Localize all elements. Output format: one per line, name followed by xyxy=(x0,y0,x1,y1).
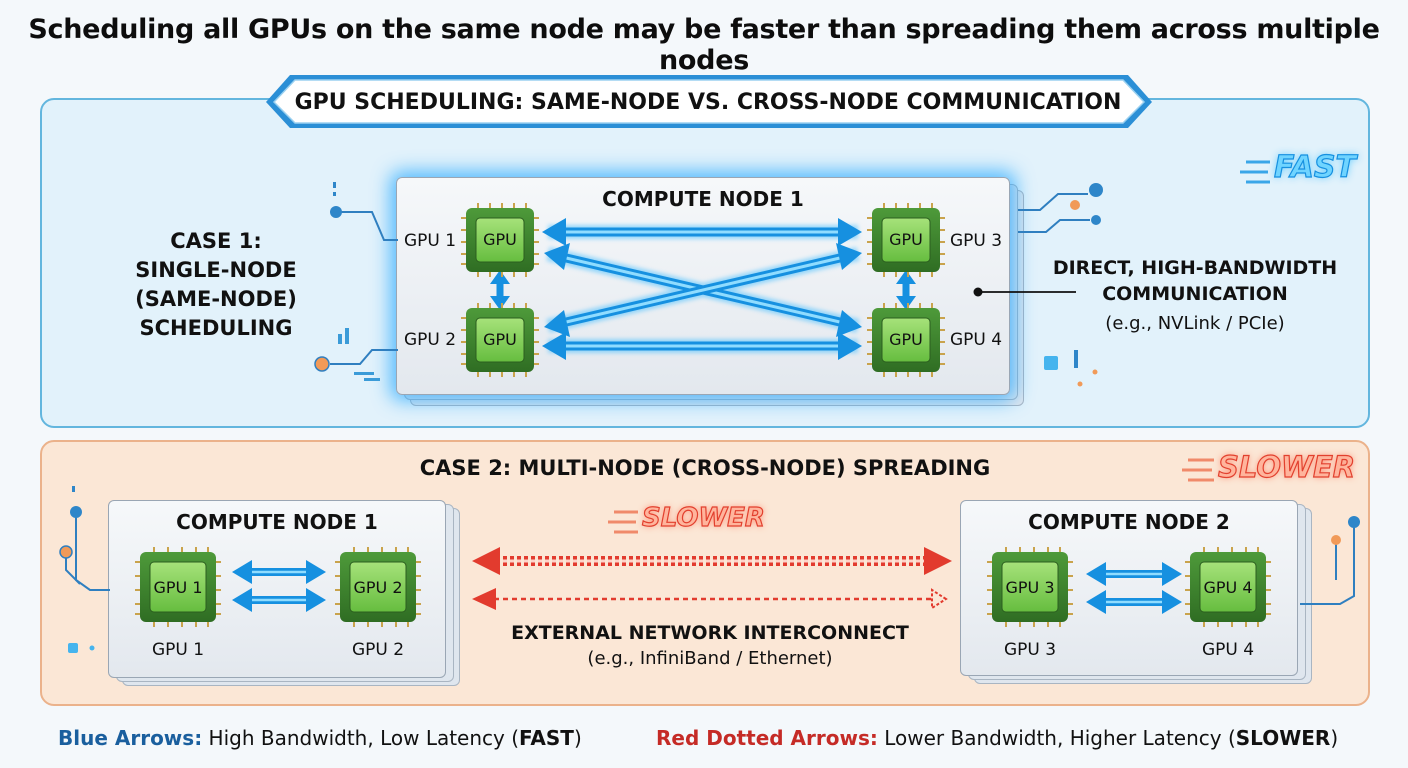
case1-arrows xyxy=(490,218,916,360)
case1-circuit-dots xyxy=(314,182,1103,387)
slower-tag: SLOWER xyxy=(1217,449,1356,484)
slower-mid-tag: SLOWER xyxy=(641,502,765,533)
case2-gpu-label-1: GPU 1 xyxy=(151,640,205,660)
case1-node-title: COMPUTE NODE 1 xyxy=(602,187,804,211)
case1-gpu-label-3: GPU 3 xyxy=(950,231,1003,251)
case2-gpu-chip-3 xyxy=(992,552,1068,622)
case2-node2-arrows xyxy=(1086,562,1182,614)
case1-chip-text-3: GPU xyxy=(889,230,923,249)
network-title: EXTERNAL NETWORK INTERCONNECT xyxy=(511,622,909,644)
network-example: (e.g., InfiniBand / Ethernet) xyxy=(587,648,833,669)
case1-circuit-decor xyxy=(330,193,1090,365)
case1-label-line: SCHEDULING xyxy=(139,316,293,340)
legend-blue-key: Blue Arrows: xyxy=(58,726,203,750)
network-arrow-top xyxy=(472,547,952,575)
fast-speed-lines xyxy=(1240,160,1270,184)
case2-gpu-label-3: GPU 3 xyxy=(1003,640,1057,660)
arrow-gpu3-gpu4 xyxy=(896,270,916,310)
comm-pointer xyxy=(973,287,1076,297)
chip-pins xyxy=(461,203,945,377)
case2-chip-pins xyxy=(135,547,1271,627)
legend-blue-speed: FAST xyxy=(519,726,574,750)
legend-red-key: Red Dotted Arrows: xyxy=(656,726,878,750)
case1-label: CASE 1: SINGLE-NODE (SAME-NODE) SCHEDULI… xyxy=(96,227,336,343)
case2-title: CASE 2: MULTI-NODE (CROSS-NODE) SPREADIN… xyxy=(419,456,991,480)
comm-title-line: DIRECT, HIGH-BANDWIDTH xyxy=(1052,257,1338,279)
arrow-gpu2-gpu3 xyxy=(544,243,862,337)
arrow-gpu1-gpu2 xyxy=(490,270,510,310)
case2-node1-title: COMPUTE NODE 1 xyxy=(176,510,378,534)
legend-red: Red Dotted Arrows: Lower Bandwidth, High… xyxy=(656,726,1338,750)
case2-gpu-chip-4 xyxy=(1190,552,1266,622)
comm-title: DIRECT, HIGH-BANDWIDTH COMMUNICATION xyxy=(1040,255,1350,307)
case2-circuit-dots xyxy=(59,486,1360,653)
arrow-gpu2-gpu4 xyxy=(542,332,862,360)
comm-title-line: COMMUNICATION xyxy=(1102,283,1288,305)
case1-chip-text-2: GPU xyxy=(483,330,517,349)
case2-gpu-label-4: GPU 4 xyxy=(1201,640,1255,660)
case2-gpu-chip-1 xyxy=(140,552,216,622)
case1-label-line: (SAME-NODE) xyxy=(135,287,297,311)
case2-node1-arrows xyxy=(232,560,326,612)
legend-blue-close: ) xyxy=(573,726,582,750)
case2-chip-text-4: GPU 4 xyxy=(1203,578,1253,597)
page-title: Scheduling all GPUs on the same node may… xyxy=(28,14,1380,76)
case1-gpu-label-4: GPU 4 xyxy=(950,330,1003,350)
fast-tag: FAST xyxy=(1273,149,1356,185)
case2-chip-text-2: GPU 2 xyxy=(353,578,403,597)
legend-blue: Blue Arrows: High Bandwidth, Low Latency… xyxy=(58,726,582,750)
case1-gpu-chip-1 xyxy=(466,208,534,272)
network-arrow-bottom xyxy=(472,588,948,610)
case1-gpu-chip-3 xyxy=(872,208,940,272)
legend-red-close: ) xyxy=(1330,726,1339,750)
legend-red-desc: Lower Bandwidth, Higher Latency ( xyxy=(877,726,1236,750)
case1-chip-text-4: GPU xyxy=(889,330,923,349)
legend-blue-desc: High Bandwidth, Low Latency ( xyxy=(202,726,520,750)
banner-shape xyxy=(266,75,1152,128)
case1-label-line: SINGLE-NODE xyxy=(135,258,297,282)
legend-red-speed: SLOWER xyxy=(1235,726,1331,750)
case2-circuit-decor xyxy=(65,512,1355,605)
banner-title: GPU SCHEDULING: SAME-NODE VS. CROSS-NODE… xyxy=(294,89,1122,115)
case1-gpu-chip-4 xyxy=(872,308,940,372)
comm-example: (e.g., NVLink / PCIe) xyxy=(1105,313,1285,334)
case1-gpu-label-2: GPU 2 xyxy=(404,330,457,350)
case1-gpu-chip-2 xyxy=(466,308,534,372)
case2-chip-text-1: GPU 1 xyxy=(153,578,203,597)
case2-node2-title: COMPUTE NODE 2 xyxy=(1028,510,1230,534)
case2-chip-text-3: GPU 3 xyxy=(1005,578,1055,597)
case2-gpu-chip-2 xyxy=(340,552,416,622)
case1-gpu-label-1: GPU 1 xyxy=(404,231,457,251)
case1-label-line: CASE 1: xyxy=(170,229,262,253)
case2-gpu-label-2: GPU 2 xyxy=(351,640,405,660)
slow-speed-lines xyxy=(608,458,1214,534)
arrow-gpu1-gpu3 xyxy=(542,218,862,246)
case1-chip-text-1: GPU xyxy=(483,230,517,249)
